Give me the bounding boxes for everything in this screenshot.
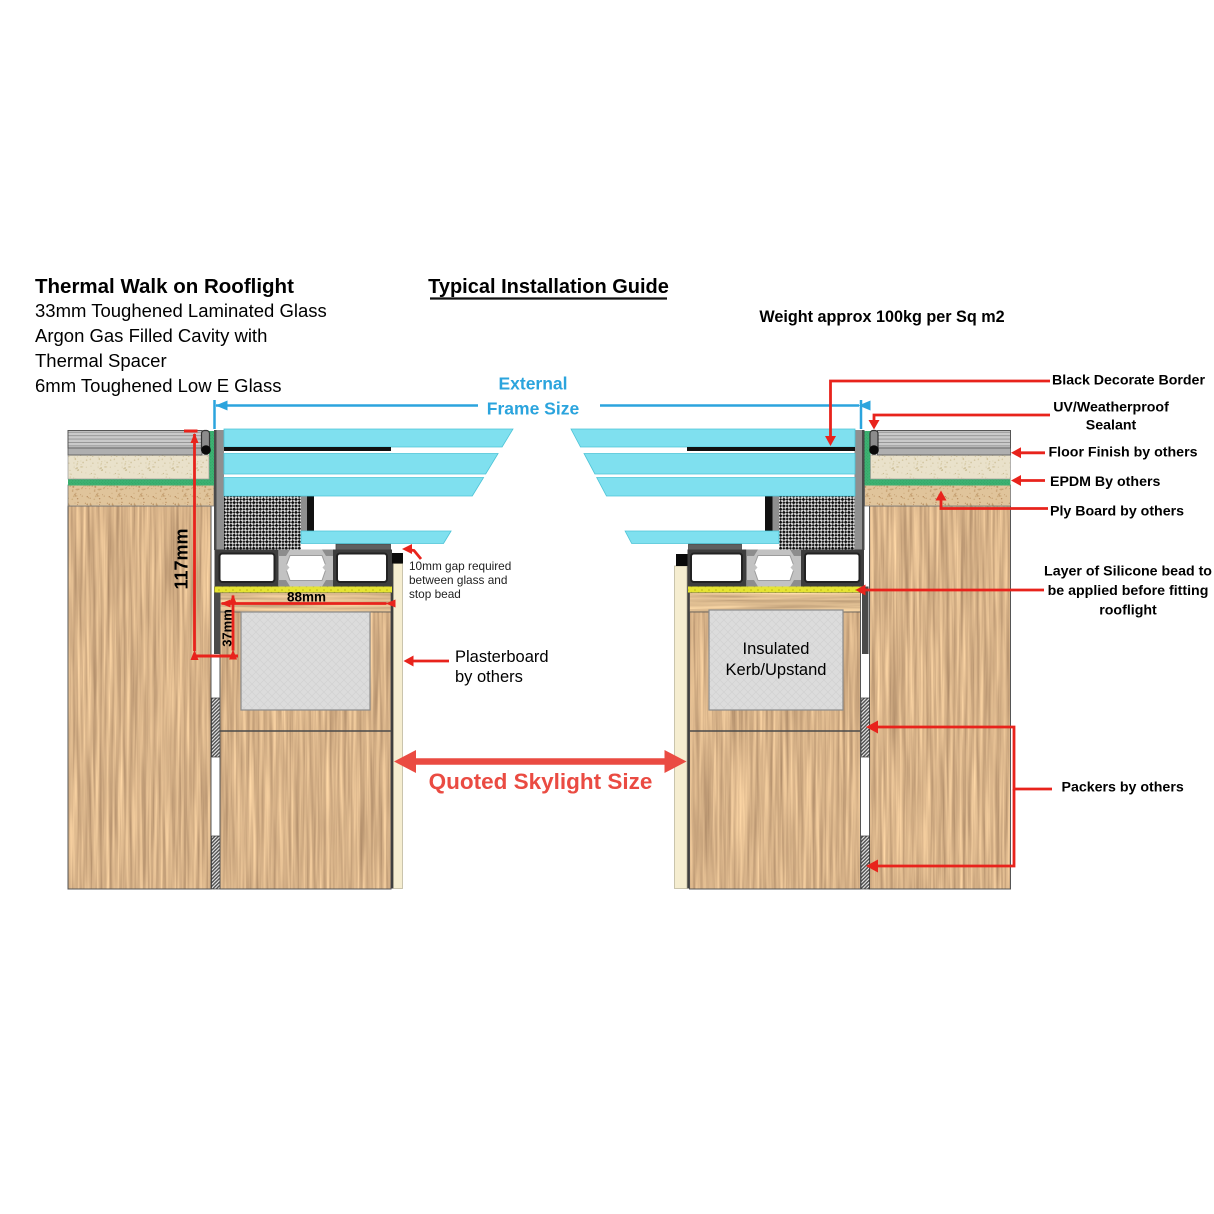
svg-text:Weight approx 100kg per Sq m2: Weight approx 100kg per Sq m2 [759,308,1004,326]
svg-text:be applied before fitting: be applied before fitting [1048,583,1209,599]
svg-text:Plasterboard: Plasterboard [455,648,549,666]
svg-text:Typical Installation Guide: Typical Installation Guide [428,276,669,298]
svg-text:Ply Board by others: Ply Board by others [1050,504,1184,520]
svg-text:Quoted Skylight Size: Quoted Skylight Size [429,769,653,794]
svg-text:117mm: 117mm [172,528,192,589]
svg-text:by others: by others [455,668,523,686]
svg-text:stop bead: stop bead [409,587,461,601]
svg-text:Packers by others: Packers by others [1062,780,1184,796]
svg-text:rooflight: rooflight [1099,603,1157,619]
svg-text:Layer of Silicone bead to: Layer of Silicone bead to [1044,564,1212,580]
svg-text:88mm: 88mm [287,590,326,605]
svg-text:Insulated: Insulated [743,640,810,658]
svg-text:Thermal Walk on Rooflight: Thermal Walk on Rooflight [35,275,294,298]
svg-text:Thermal Spacer: Thermal Spacer [35,350,167,371]
svg-text:37mm: 37mm [220,609,235,647]
svg-text:Frame Size: Frame Size [487,399,580,419]
svg-text:33mm Toughened Laminated Glass: 33mm Toughened Laminated Glass [35,300,327,321]
svg-text:Black Decorate Border: Black Decorate Border [1052,373,1205,389]
svg-text:Floor Finish by others: Floor Finish by others [1049,445,1198,461]
svg-text:UV/Weatherproof: UV/Weatherproof [1053,400,1169,416]
svg-text:between glass and: between glass and [409,573,507,587]
svg-text:EPDM By others: EPDM By others [1050,474,1160,490]
svg-text:Argon Gas Filled Cavity with: Argon Gas Filled Cavity with [35,325,267,346]
svg-text:10mm gap required: 10mm gap required [409,559,511,573]
svg-text:Sealant: Sealant [1086,418,1137,434]
svg-text:6mm Toughened Low E Glass: 6mm Toughened Low E Glass [35,375,281,396]
svg-text:Kerb/Upstand: Kerb/Upstand [726,661,827,679]
svg-text:External: External [498,374,567,394]
